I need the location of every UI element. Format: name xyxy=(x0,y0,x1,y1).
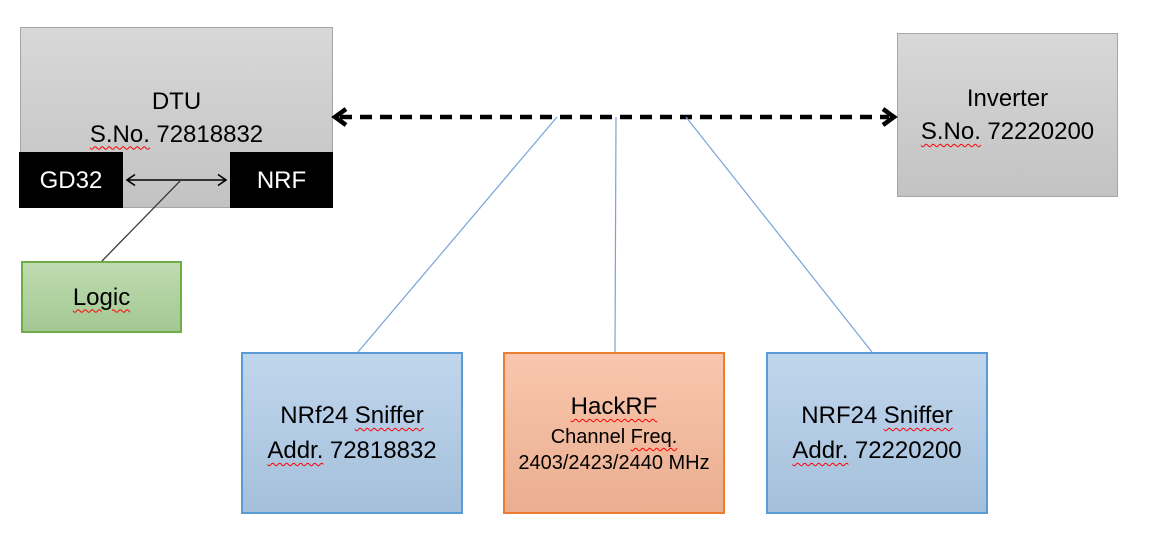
hackrf-title: HackRF xyxy=(571,390,658,424)
dtu-serial-number: 72818832 xyxy=(156,120,264,148)
sniffer-left-addr-label: Addr. xyxy=(267,437,324,464)
hackrf-frequencies: 2403/2423/2440 MHz xyxy=(518,452,710,474)
arrowhead-right-icon xyxy=(881,107,898,127)
sniffer-right-addr-value: 72220200 xyxy=(854,437,962,464)
sniffer-left-box: NRf24 Sniffer Addr. 72818832 xyxy=(241,352,463,514)
gd32-label: GD32 xyxy=(39,166,103,194)
sniffer-left-name: NRf24 xyxy=(280,402,349,429)
arrowhead-left-icon xyxy=(331,107,348,127)
sniffer-left-addr-line: Addr. 72818832 xyxy=(267,433,436,468)
dtu-inverter-wireless-link-arrow xyxy=(331,107,898,127)
inverter-serial-number: 72220200 xyxy=(987,118,1095,145)
sniffer-right-addr-line: Addr. 72220200 xyxy=(792,433,961,468)
sniffer-right-box: NRF24 Sniffer Addr. 72220200 xyxy=(766,352,988,514)
hackrf-channel-word: Channel xyxy=(550,426,626,448)
hackrf-freq-word: Freq. xyxy=(630,426,678,448)
dtu-box: DTU S.No. 72818832 xyxy=(20,27,333,208)
inverter-title: Inverter xyxy=(966,85,1049,112)
nrf-label: NRF xyxy=(256,166,307,194)
inverter-serial-line: S.No. 72220200 xyxy=(921,115,1094,148)
hackrf-box: HackRF Channel Freq. 2403/2423/2440 MHz xyxy=(503,352,725,514)
sniffer-left-title-line: NRf24 Sniffer xyxy=(280,398,423,433)
hackrf-connector-line xyxy=(614,116,617,353)
dtu-title: DTU xyxy=(151,87,202,115)
dtu-serial-label: S.No. xyxy=(89,120,150,148)
sniffer-right-addr-label: Addr. xyxy=(792,437,849,464)
dtu-serial-line: S.No. 72818832 xyxy=(90,118,263,151)
sniffer-left-addr-value: 72818832 xyxy=(329,437,437,464)
inverter-box: Inverter S.No. 72220200 xyxy=(897,33,1118,197)
inverter-serial-label: S.No. xyxy=(920,118,981,145)
hackrf-freq-label-line: Channel Freq. xyxy=(551,424,678,450)
hackrf-title-text: HackRF xyxy=(570,393,658,420)
nrf-box: NRF xyxy=(230,152,333,208)
sniffer-right-name: NRF24 xyxy=(801,402,878,429)
logic-label: Logic xyxy=(72,283,131,311)
sniffer-left-connector-line xyxy=(357,116,558,353)
logic-box: Logic xyxy=(21,261,182,333)
sniffer-right-type: Sniffer xyxy=(883,402,953,429)
sniffer-right-connector-line xyxy=(685,116,873,353)
gd32-box: GD32 xyxy=(19,152,123,208)
sniffer-right-title-line: NRF24 Sniffer xyxy=(801,398,952,433)
sniffer-left-type: Sniffer xyxy=(354,402,424,429)
